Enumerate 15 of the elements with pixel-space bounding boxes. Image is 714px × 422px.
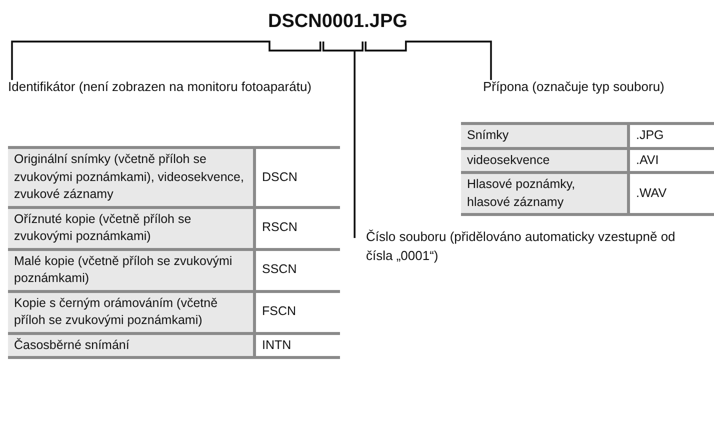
- leader-line: [364, 40, 492, 80]
- table-cell: Hlasové poznámky, hlasové záznamy: [461, 171, 630, 213]
- table-cell: Snímky: [461, 125, 630, 146]
- table-cell: Originální snímky (včetně příloh se zvukovými poznámkami), videosekvence, zvukové záznamy: [8, 149, 256, 206]
- leader-line: [11, 40, 322, 80]
- table-cell: Oříznuté kopie (včetně příloh se zvukovými poznámkami): [8, 206, 256, 248]
- table-cell: Časosběrné snímání: [8, 332, 256, 356]
- annotation-text: Identifikátor (není zobrazen na monitoru fotoaparátu): [8, 78, 328, 97]
- table-cell: Malé kopie (včetně příloh se zvukovými poznámkami): [8, 248, 256, 290]
- annotation-text: Přípona (označuje typ souboru): [483, 78, 713, 97]
- file-name: DSCN0001.JPG: [268, 8, 408, 36]
- leader-line: [322, 40, 364, 239]
- table-cell: videosekvence: [461, 146, 630, 171]
- annotation-text: Číslo souboru (přidělováno automaticky vzestupně od čísla „0001“): [366, 228, 686, 266]
- table-cell: Kopie s černým orámováním (včetně příloh se zvukovými poznámkami): [8, 290, 256, 332]
